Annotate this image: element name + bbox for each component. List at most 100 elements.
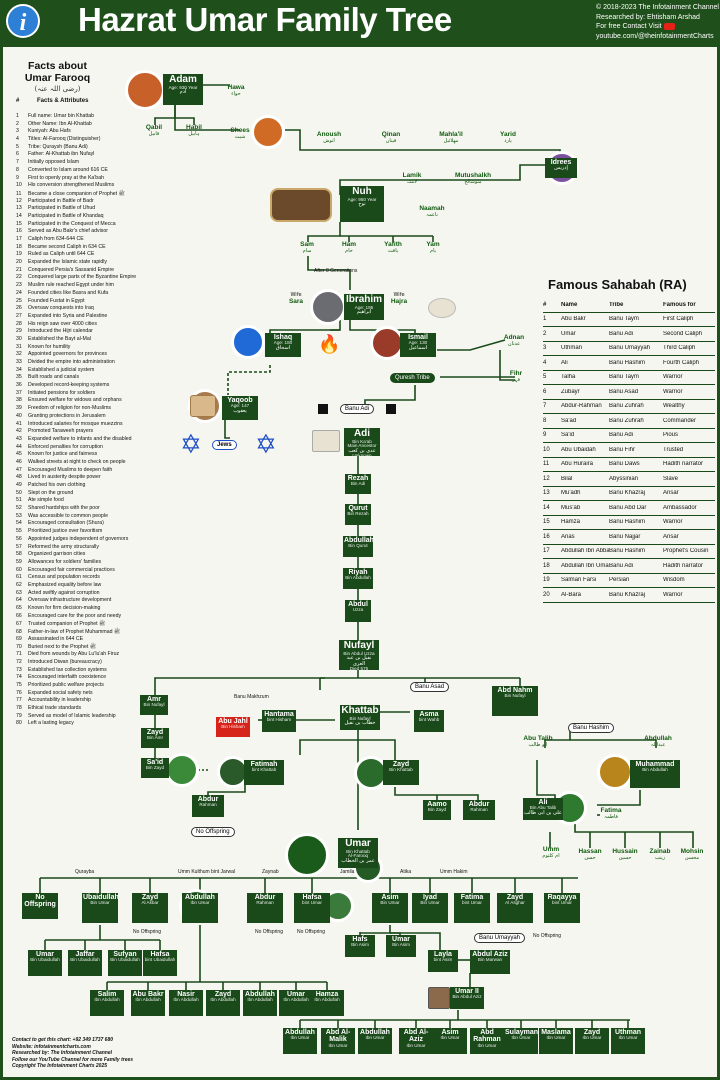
node-hafs-name: Hafs [352, 936, 368, 943]
label-sam-name: Sam [300, 241, 314, 248]
label-quresh-tribe: Quresh Tribe [390, 373, 435, 383]
node-asma-sub: bint Wahb [418, 717, 440, 723]
node-umar-child-sub: Bin Umar [90, 900, 110, 906]
label-zainab-name: Zainab [649, 848, 671, 855]
label-abdullah-prophet-name: Abdullah [644, 735, 672, 742]
node-adam-sub: Age: 930 Year [168, 84, 198, 90]
label-naamah-arabic: ناعمہ [426, 212, 438, 218]
node-umar-child-sub: bint Umar [552, 900, 572, 906]
node-nuh-name: Nuh [352, 186, 372, 197]
facts-title: Facts about Umar Farooq [24, 60, 91, 84]
label-wife: Umm Kulthum bint Jarwal [178, 869, 235, 875]
node-riyah-sub: Bin Abdullah [345, 575, 371, 581]
label-umm-kulthum-name: Umm [542, 846, 560, 853]
label-ham-arabic: حام [345, 248, 353, 254]
node-abdullah-child-sub: Ibn Abdullah [283, 997, 309, 1003]
node-umar-child-name: No Offspring [24, 894, 56, 909]
node-ali-arabic: علی بن ابی طالب [524, 810, 562, 817]
label-hawa-arabic: حواء [231, 91, 241, 97]
tree-connector [364, 385, 416, 407]
node-umar-ii-child-name: Abd Rahman [473, 1029, 501, 1044]
node-ali-name: Ali [538, 799, 548, 806]
node-yaqoob-name: Yaqoob [227, 397, 253, 404]
youtube-link[interactable]: youtube.com/@theinfotainmentCharts [596, 32, 714, 40]
node-umar-ii-child-sub: Ibn Umar [440, 1035, 460, 1041]
node-ubaidullah-child-sub: Bin Ubaidullah [30, 957, 60, 963]
ibrahim-portrait-icon [310, 289, 346, 325]
node-umar-ii-name: Umar II [455, 988, 479, 995]
node-ishaq-name: Ishaq [273, 334, 293, 341]
label-fatima-name: Fatima [600, 807, 622, 814]
node-abdullah-child-name: Nasir [177, 991, 195, 998]
star-of-david-icon: ✡ [255, 430, 277, 460]
node-abu-jahl-sub: Bin Hisham [221, 724, 245, 730]
node-adi-name: Adi [353, 428, 371, 439]
node-umar-child-name: Ubaidullah [83, 894, 118, 901]
label-hassan-name: Hassan [578, 848, 602, 855]
copyright-text: © 2018-2023 The Infotainment Channel [596, 4, 719, 11]
label-fihr-arabic: فہر [511, 377, 521, 383]
label-habil-name: Habil [186, 124, 202, 131]
tree-connector [174, 105, 240, 131]
label-fatima-arabic: فاطمہ [604, 814, 618, 820]
node-nufayl-died: Died 575 [349, 665, 369, 670]
node-umar-child-sub: Bin Umar [420, 900, 440, 906]
node-abdur-rahman-zayd-name: Abdur [468, 801, 490, 808]
node-umar-ii-child-sub: Ibn Umar [618, 1035, 638, 1041]
node-abdul-uzza-sub: Uzza [352, 607, 364, 613]
node-umar-child-sub: Bin Umar [380, 900, 400, 906]
node-umar-name: Umar [345, 838, 371, 849]
node-umar-arabic: عمر بن الخطاب [341, 858, 375, 865]
ismail-portrait-icon [370, 326, 404, 360]
label-lamik-name: Lamik [402, 172, 422, 179]
label-hussain-arabic: حسین [618, 855, 632, 861]
marker-icon [318, 404, 328, 414]
label-mahlail-name: Mahla'il [439, 131, 463, 138]
node-layla-sub: bint Asim [433, 957, 453, 963]
footer-website[interactable]: Website: infotainmentcharts.com [12, 1043, 91, 1050]
node-umar-child-name: Zayd [141, 894, 159, 901]
node-umar-ii-child-name: Abd Al-Malik [325, 1029, 351, 1044]
node-ismail-sub: Age: 130 [408, 340, 428, 346]
node-ali-sub: Bin Abu Talib [529, 805, 557, 811]
node-layla-name: Layla [434, 951, 452, 958]
node-muhammad-name: Muhammad [635, 761, 675, 768]
